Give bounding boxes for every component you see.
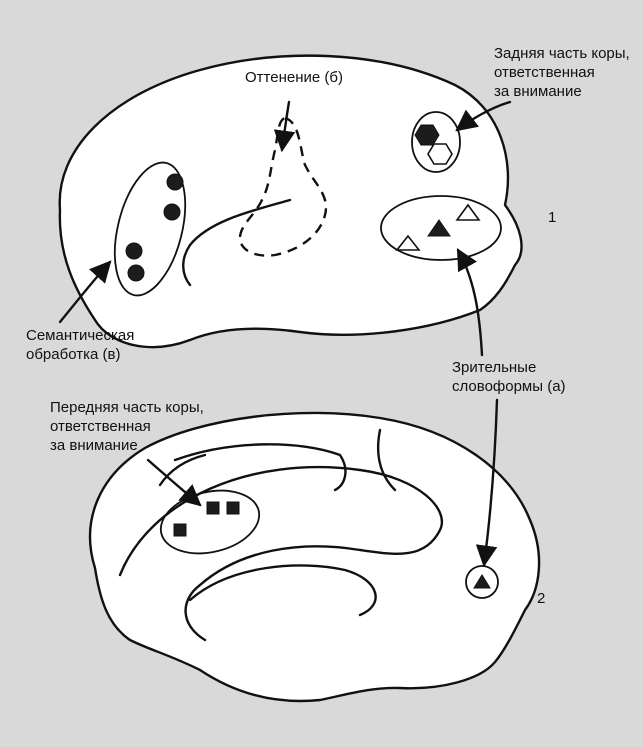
- label-posterior-attention: Задняя часть коры, ответственная за вним…: [494, 45, 634, 100]
- semantic-marker-circle: [167, 174, 183, 190]
- label-visual-wordforms: Зрительные словоформы (а): [452, 359, 566, 395]
- semantic-marker-circle: [164, 204, 180, 220]
- label-shading: Оттенение (б): [245, 69, 343, 86]
- brain-number: 2: [537, 590, 545, 607]
- brain-number: 1: [548, 209, 556, 226]
- brain-medial: 2: [90, 400, 545, 701]
- brain-lateral: 1: [60, 56, 557, 355]
- anterior-attention-square: [174, 524, 186, 536]
- anterior-attention-square: [227, 502, 239, 514]
- posterior-attention-hexagon-open: [428, 144, 452, 164]
- label-semantic: Семантическая обработка (в): [26, 327, 139, 363]
- semantic-marker-circle: [128, 265, 144, 281]
- semantic-marker-circle: [126, 243, 142, 259]
- anterior-attention-square: [207, 502, 219, 514]
- brain-medial-outline: [90, 413, 539, 701]
- brain-lateral-outline: [60, 56, 522, 347]
